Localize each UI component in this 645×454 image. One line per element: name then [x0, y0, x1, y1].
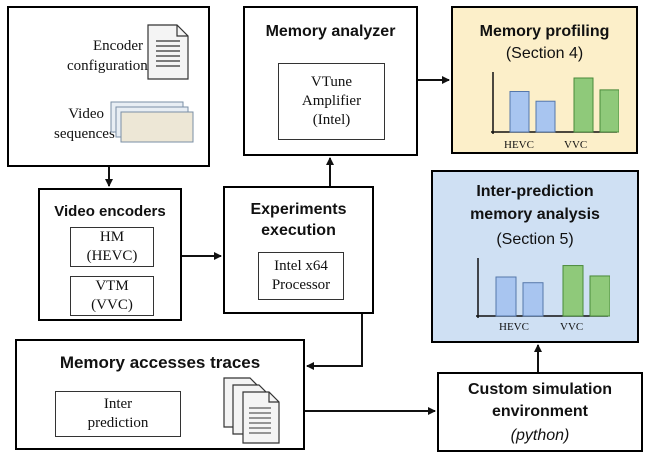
- inter-bar-hevc-1: [495, 276, 517, 317]
- inter-line-1: Inter: [103, 396, 133, 412]
- memory-profiling-box: Memory profiling (Section 4) HEVC VVC: [451, 6, 638, 154]
- inter-prediction-section: (Section 5): [496, 231, 574, 248]
- hm-encoder: HM (HEVC): [70, 227, 154, 267]
- custom-simulation-box: Custom simulation environment (python): [437, 372, 643, 452]
- inter-bar-vvc-1: [562, 265, 584, 317]
- memory-traces-title: Memory accesses traces: [59, 353, 261, 372]
- vtm-encoder: VTM (VVC): [70, 276, 154, 316]
- processor-line-2: Processor: [271, 277, 331, 293]
- profiling-hevc-label: HEVC: [504, 139, 534, 151]
- trace-files-icon: [223, 377, 280, 444]
- memory-profiling-chart: [491, 72, 619, 134]
- video-encoders-box: Video encoders HM (HEVC) VTM (VVC): [38, 188, 182, 321]
- encoder-config-label: Encoder configurations: [67, 38, 154, 74]
- vtune-line-3: (Intel): [312, 112, 351, 128]
- hm-line-1: HM: [99, 229, 125, 245]
- inter-line-2: prediction: [87, 415, 149, 431]
- vtune-box: VTune Amplifier (Intel): [278, 63, 385, 140]
- simulation-title-2: environment: [491, 403, 588, 420]
- inter-vvc-label: VVC: [560, 321, 584, 333]
- inter-bar-vvc-2: [589, 275, 610, 317]
- experiments-title-1: Experiments: [250, 201, 347, 218]
- profiling-bar-vvc-2: [599, 89, 619, 133]
- inter-prediction-analysis-box: Inter-prediction memory analysis (Sectio…: [431, 170, 639, 343]
- experiments-to-traces-arrow: [306, 314, 363, 370]
- inter-prediction-title-1: Inter-prediction: [476, 183, 594, 200]
- hm-line-2: (HEVC): [86, 248, 138, 264]
- vtune-line-2: Amplifier: [301, 93, 362, 109]
- document-icon: [147, 24, 189, 80]
- memory-analyzer-title: Memory analyzer: [265, 23, 396, 40]
- inter-prediction-title-2: memory analysis: [470, 206, 600, 223]
- profiling-vvc-label: VVC: [564, 139, 588, 151]
- processor-line-1: Intel x64: [274, 258, 328, 274]
- memory-profiling-section: (Section 4): [505, 45, 584, 62]
- video-sequences-label: Video sequences: [54, 106, 115, 142]
- experiments-box: Experiments execution Intel x64 Processo…: [223, 186, 374, 314]
- experiments-title-2: execution: [261, 222, 336, 239]
- video-encoders-title: Video encoders: [54, 203, 166, 220]
- memory-profiling-title: Memory profiling: [479, 23, 610, 40]
- inputs-box: Encoder configurations Video sequences: [7, 6, 210, 167]
- vtune-line-1: VTune: [310, 74, 353, 90]
- profiling-bar-vvc-1: [573, 77, 594, 133]
- inter-prediction-chart: [476, 258, 610, 318]
- processor-box: Intel x64 Processor: [258, 252, 344, 300]
- simulation-lang: (python): [510, 427, 570, 444]
- inter-prediction-box: Inter prediction: [55, 391, 181, 437]
- vtm-line-2: (VVC): [91, 297, 133, 313]
- inter-bar-hevc-2: [522, 282, 544, 317]
- video-frames-icon: [110, 101, 194, 143]
- memory-analyzer-box: Memory analyzer VTune Amplifier (Intel): [243, 6, 418, 156]
- memory-traces-box: Memory accesses traces Inter prediction: [15, 339, 305, 450]
- vtm-line-1: VTM: [95, 278, 129, 294]
- profiling-bar-hevc-2: [535, 100, 556, 133]
- inter-hevc-label: HEVC: [499, 321, 529, 333]
- profiling-bar-hevc-1: [509, 91, 530, 133]
- simulation-title-1: Custom simulation: [467, 381, 612, 398]
